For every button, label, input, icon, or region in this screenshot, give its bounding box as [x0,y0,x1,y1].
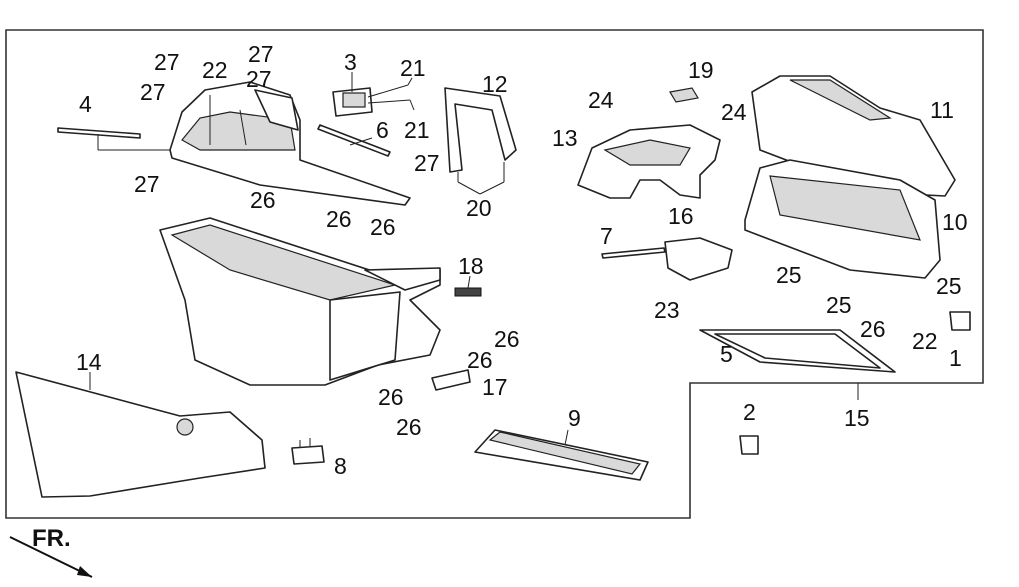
part-6-rod [317,124,391,157]
assembly-frame [5,29,984,519]
part-2-clip [739,435,759,455]
label-12: 12 [482,71,508,97]
part-4-rod [57,127,172,151]
part-16-bracket [664,237,733,281]
label-25b: 25 [826,292,852,318]
part-13-cover [577,124,721,199]
label-14: 14 [76,349,102,375]
label-15: 15 [844,405,870,431]
part-5-gasket [699,329,896,373]
lower-storage-body [159,217,441,386]
upper-tray [169,81,411,206]
label-26g: 26 [396,414,422,440]
label-26c: 26 [370,214,396,240]
label-21b: 21 [404,117,430,143]
part-18-latch [454,275,482,297]
label-26e: 26 [467,347,493,373]
part-9-grille [474,429,649,481]
label-23: 23 [654,297,680,323]
label-2: 2 [743,399,756,425]
part-14-side-panel [15,371,266,498]
part-12-handle [444,87,517,195]
label-18: 18 [458,253,484,279]
label-27c: 27 [246,66,272,92]
label-26h: 26 [860,316,886,342]
label-25c: 25 [936,273,962,299]
label-6: 6 [376,117,389,143]
label-20: 20 [466,195,492,221]
label-27e: 27 [134,171,160,197]
label-22a: 22 [202,57,228,83]
label-1: 1 [949,345,962,371]
label-27f: 27 [414,150,440,176]
label-27a: 27 [154,49,180,75]
label-16: 16 [668,203,694,229]
part-21-bolts [367,77,415,111]
part-1-clip [949,311,971,331]
label-24b: 24 [721,99,747,125]
label-4: 4 [79,91,92,117]
label-27b: 27 [248,41,274,67]
label-9: 9 [568,405,581,431]
label-26a: 26 [250,187,276,213]
label-24a: 24 [588,87,614,113]
part-19-plate [669,87,699,103]
label-19: 19 [688,57,714,83]
front-direction-label: FR. [32,525,71,552]
label-8: 8 [334,453,347,479]
part-8-clamp [291,438,325,465]
part-17-bracket [431,369,471,391]
label-22b: 22 [912,328,938,354]
label-26d: 26 [494,326,520,352]
label-10: 10 [942,209,968,235]
label-5: 5 [720,341,733,367]
label-26f: 26 [378,384,404,410]
label-27d: 27 [140,79,166,105]
label-17: 17 [482,374,508,400]
label-25a: 25 [776,262,802,288]
label-13: 13 [552,125,578,151]
label-11: 11 [930,97,954,123]
label-3: 3 [344,49,357,75]
part-3-bracket [332,72,373,117]
part-10-inner-tray [744,159,941,279]
label-21a: 21 [400,55,426,81]
label-7: 7 [600,223,613,249]
label-26b: 26 [326,206,352,232]
part-7-pin [601,247,666,259]
front-direction-arrow [9,536,93,578]
